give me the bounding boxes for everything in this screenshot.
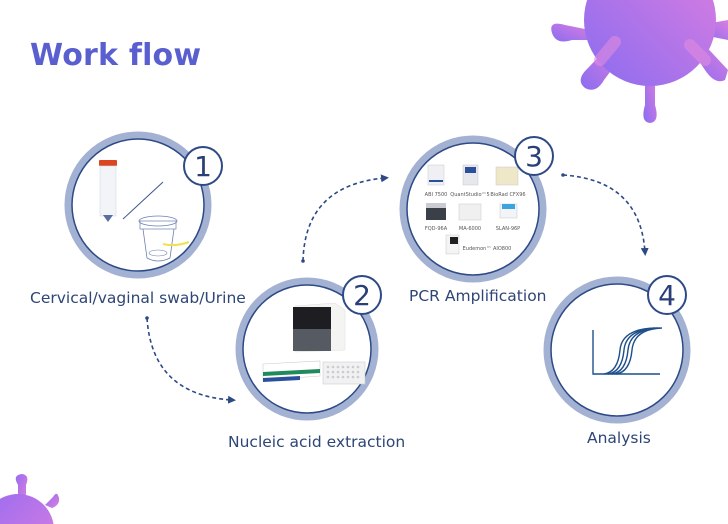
step-1-number: 1 bbox=[194, 150, 212, 183]
step-1-label: Cervical/vaginal swab/Urine bbox=[30, 289, 246, 307]
step-4-circle: 4 bbox=[543, 275, 691, 424]
instrument-label: MA-6000 bbox=[459, 226, 481, 232]
step-2-number: 2 bbox=[353, 279, 371, 312]
amplification-curve-icon bbox=[592, 327, 663, 375]
pcr-instruments-icon: ABI 7500 QuantStudio™5 BioRad CFX96 FQD-… bbox=[425, 164, 526, 255]
step-3-number: 3 bbox=[525, 140, 543, 173]
connector-arrow-3-to-4 bbox=[562, 174, 649, 256]
step-2-circle: 2 bbox=[235, 275, 382, 421]
instrument-label: Eudemon™ AIO800 bbox=[463, 246, 512, 252]
sample-collection-icon bbox=[99, 160, 190, 262]
step-1-circle: 1 bbox=[64, 131, 223, 279]
virus-decoration-bottom-left bbox=[0, 474, 60, 524]
instrument-label: ABI 7500 bbox=[425, 192, 448, 198]
instrument-label: FQD-96A bbox=[425, 226, 448, 232]
step-3-label: PCR Amplification bbox=[409, 287, 547, 305]
instrument-label: QuantStudio™5 bbox=[450, 192, 489, 198]
step-3-circle: ABI 7500 QuantStudio™5 BioRad CFX96 FQD-… bbox=[399, 135, 554, 283]
page-title: Work flow bbox=[30, 38, 202, 73]
instrument-label: BioRad CFX96 bbox=[490, 192, 525, 198]
connector-arrow-2-to-3 bbox=[302, 174, 389, 262]
step-4-number: 4 bbox=[658, 279, 676, 312]
instrument-label: SLAN-96P bbox=[496, 226, 520, 232]
extraction-instrument-icon bbox=[262, 302, 366, 385]
connector-arrow-1-to-2 bbox=[146, 317, 236, 404]
step-4-label: Analysis bbox=[587, 429, 651, 447]
virus-decoration-top-right bbox=[551, 0, 728, 123]
step-2-label: Nucleic acid extraction bbox=[228, 433, 406, 451]
